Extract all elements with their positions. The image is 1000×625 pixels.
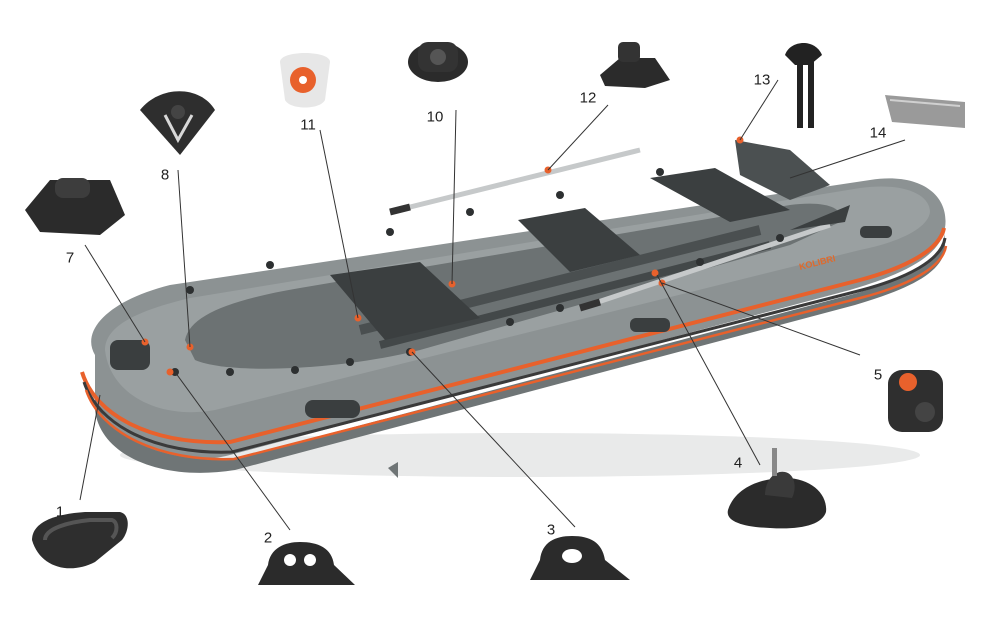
callout-label-5: 5 (873, 366, 883, 384)
bow-handle-icon (25, 178, 125, 235)
transom-bolt-icon (785, 42, 822, 128)
rope-holder-icon (530, 536, 630, 580)
mount-pad-icon (600, 42, 670, 88)
callout-label-14: 14 (869, 124, 887, 142)
carry-handle-icon (32, 512, 128, 569)
callout-label-4: 4 (733, 454, 743, 472)
callout-label-7: 7 (65, 249, 75, 267)
callout-label-8: 8 (160, 166, 170, 184)
leader-lines (79, 79, 906, 531)
callout-label-13: 13 (753, 71, 771, 89)
callout-label-3: 3 (546, 521, 556, 539)
callout-label-12: 12 (579, 89, 597, 107)
transom-plate-icon (885, 95, 965, 128)
callout-label-2: 2 (263, 529, 273, 547)
callout-label-10: 10 (426, 108, 444, 126)
inflatable-boat: KOLIBRI (80, 136, 948, 478)
oar-clamp-icon (888, 370, 943, 432)
callout-label-1: 1 (55, 503, 65, 521)
callout-label-11: 11 (300, 116, 316, 134)
rope-holder-icon (258, 542, 355, 585)
air-valve-icon (408, 42, 468, 82)
drain-valve-icon (280, 53, 330, 108)
oarlock-icon (727, 448, 827, 529)
d-ring-icon (140, 91, 215, 155)
